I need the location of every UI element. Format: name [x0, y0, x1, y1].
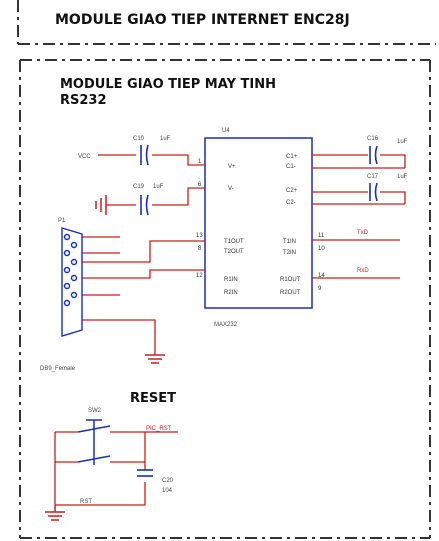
c10-val: 1uF [160, 136, 171, 142]
ic-pin-num-1: 1 [198, 159, 202, 165]
c10-ref: C10 [133, 136, 145, 142]
c20-val: 104 [162, 488, 173, 494]
c17-ref: C17 [367, 174, 379, 180]
c19-ref: C19 [133, 184, 145, 190]
reset-net-label: RST [80, 499, 92, 505]
ic-pin-t1out: T1OUT [224, 239, 244, 245]
ic-pin-num-6: 6 [198, 182, 202, 188]
ic-pin-t2out: T2OUT [224, 249, 244, 255]
ic-pin-c2minus: C2- [286, 200, 296, 206]
reset-title: RESET [130, 391, 176, 406]
wires [54, 154, 406, 506]
rs232-title-line2: RS232 [60, 93, 107, 108]
c16-val: 1uF [397, 139, 408, 145]
top-section-frame [17, 0, 436, 45]
capacitors [137, 144, 378, 477]
ic-pin-num-11: 11 [318, 233, 325, 239]
db9-ref: P1 [58, 218, 66, 224]
ic-pin-num-9: 9 [318, 286, 322, 292]
db9-part: DB9_Female [40, 366, 76, 372]
rs232-section-frame [19, 59, 431, 539]
c16-ref: C16 [367, 136, 379, 142]
ic-pin-num-8: 8 [198, 246, 202, 252]
vcc-label: VCC [78, 154, 91, 160]
c20-ref: C20 [162, 478, 174, 484]
ic-pin-num-13: 13 [196, 233, 203, 239]
ic-pin-t1in: T1IN [283, 239, 296, 245]
ic-pin-r2out: R2OUT [280, 290, 301, 296]
ic-pin-vminus: V- [228, 186, 234, 192]
ic-pin-r1in: R1IN [224, 277, 238, 283]
max232-ic-body [204, 137, 313, 309]
ic-pin-num-12: 12 [196, 273, 203, 279]
ground-symbols [45, 195, 165, 521]
ic-pin-num-14: 14 [318, 273, 325, 279]
ic-pin-c2plus: C2+ [286, 188, 298, 194]
rs232-title-line1: MODULE GIAO TIEP MAY TINH [60, 77, 276, 92]
c19-val: 1uF [153, 184, 164, 190]
ic-pin-r2in: R2IN [224, 290, 238, 296]
top-section-title: MODULE GIAO TIEP INTERNET ENC28J [55, 12, 350, 28]
switch-ref: SW2 [88, 408, 102, 414]
ic-ref: U4 [222, 128, 230, 134]
ic-pin-vplus: V+ [228, 164, 236, 170]
ic-pin-t2in: T2IN [283, 250, 296, 256]
ic-pin-c1minus: C1- [286, 164, 296, 170]
reset-switch [77, 419, 111, 465]
ic-pin-num-10: 10 [318, 246, 325, 252]
db9-connector [61, 227, 83, 337]
ic-pin-c1plus: C1+ [286, 154, 298, 160]
ic-part: MAX232 [214, 322, 238, 328]
rxd-label: RxD [357, 268, 369, 274]
ic-pin-r1out: R1OUT [280, 277, 301, 283]
txd-label: TxD [357, 230, 369, 236]
c17-val: 1uF [397, 174, 408, 180]
pic-rst-label: PIC_RST [146, 426, 172, 432]
